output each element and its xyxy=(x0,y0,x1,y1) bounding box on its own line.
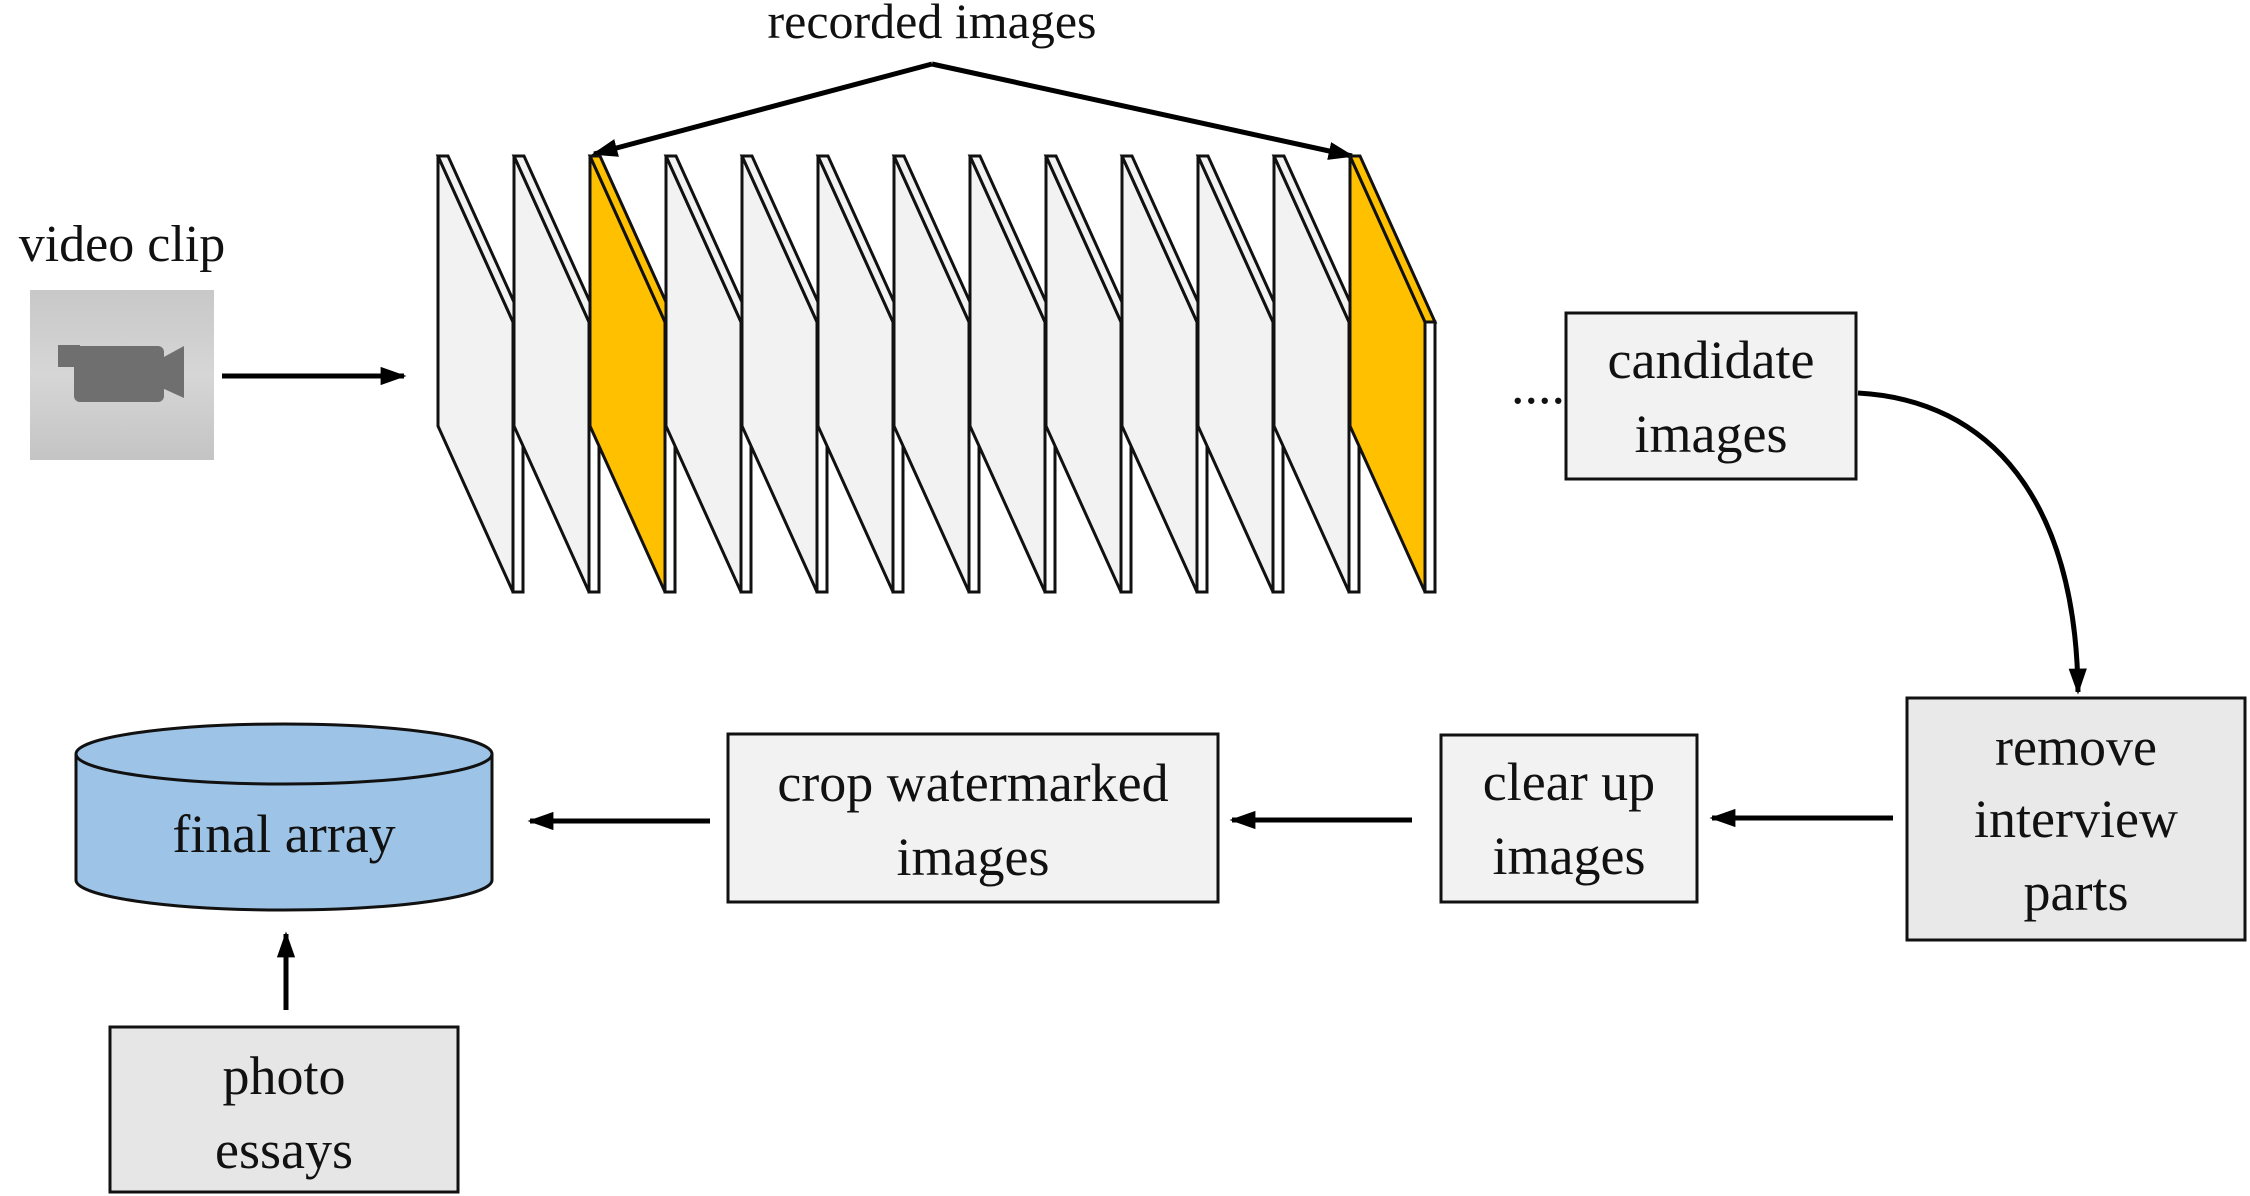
remove-line3: parts xyxy=(2024,862,2129,922)
photo-essays-line2: essays xyxy=(215,1120,353,1180)
video-clip-thumbnail xyxy=(30,290,214,460)
clearup-line1: clear up xyxy=(1483,752,1655,812)
remove-line1: remove xyxy=(1995,717,2157,777)
video-frame xyxy=(435,154,526,594)
recorded-arrow-left xyxy=(591,61,933,157)
ellipsis-text: .... xyxy=(1511,355,1565,415)
video-frame xyxy=(1119,154,1210,594)
video-frame xyxy=(663,154,754,594)
crop-watermarked-images-box: crop watermarked images xyxy=(726,732,1220,904)
video-clip-label: video clip xyxy=(19,216,226,273)
photo-essays-line1: photo xyxy=(222,1046,345,1106)
candidate-images-line2: images xyxy=(1635,404,1788,464)
candidate-images-line1: candidate xyxy=(1608,330,1815,390)
recorded-arrow-right xyxy=(931,61,1355,160)
arrow-candidate-to-remove xyxy=(1857,390,2087,695)
video-frame xyxy=(1195,154,1286,594)
video-camera-icon xyxy=(58,345,184,402)
recorded-frame xyxy=(1347,154,1438,594)
final-array-label: final array xyxy=(172,804,395,864)
video-frame xyxy=(815,154,906,594)
crop-line2: images xyxy=(897,827,1050,887)
remove-interview-parts-box: remove interview parts xyxy=(1905,696,2247,942)
final-array-database: final array xyxy=(74,722,494,912)
candidate-images-box: candidate images xyxy=(1564,311,1858,481)
clear-up-images-box: clear up images xyxy=(1439,733,1699,904)
video-frame xyxy=(511,154,602,594)
video-frame xyxy=(739,154,830,594)
video-frame xyxy=(891,154,982,594)
video-frame xyxy=(1043,154,1134,594)
photo-essays-box: photo essays xyxy=(108,1025,460,1194)
clearup-line2: images xyxy=(1493,826,1646,886)
video-frame xyxy=(967,154,1058,594)
recorded-images-label: recorded images xyxy=(767,0,1096,49)
recorded-frame xyxy=(587,154,678,594)
remove-line2: interview xyxy=(1974,789,2178,849)
video-frame xyxy=(1271,154,1362,594)
crop-line1: crop watermarked xyxy=(777,753,1168,813)
frame-stack xyxy=(435,154,1438,594)
